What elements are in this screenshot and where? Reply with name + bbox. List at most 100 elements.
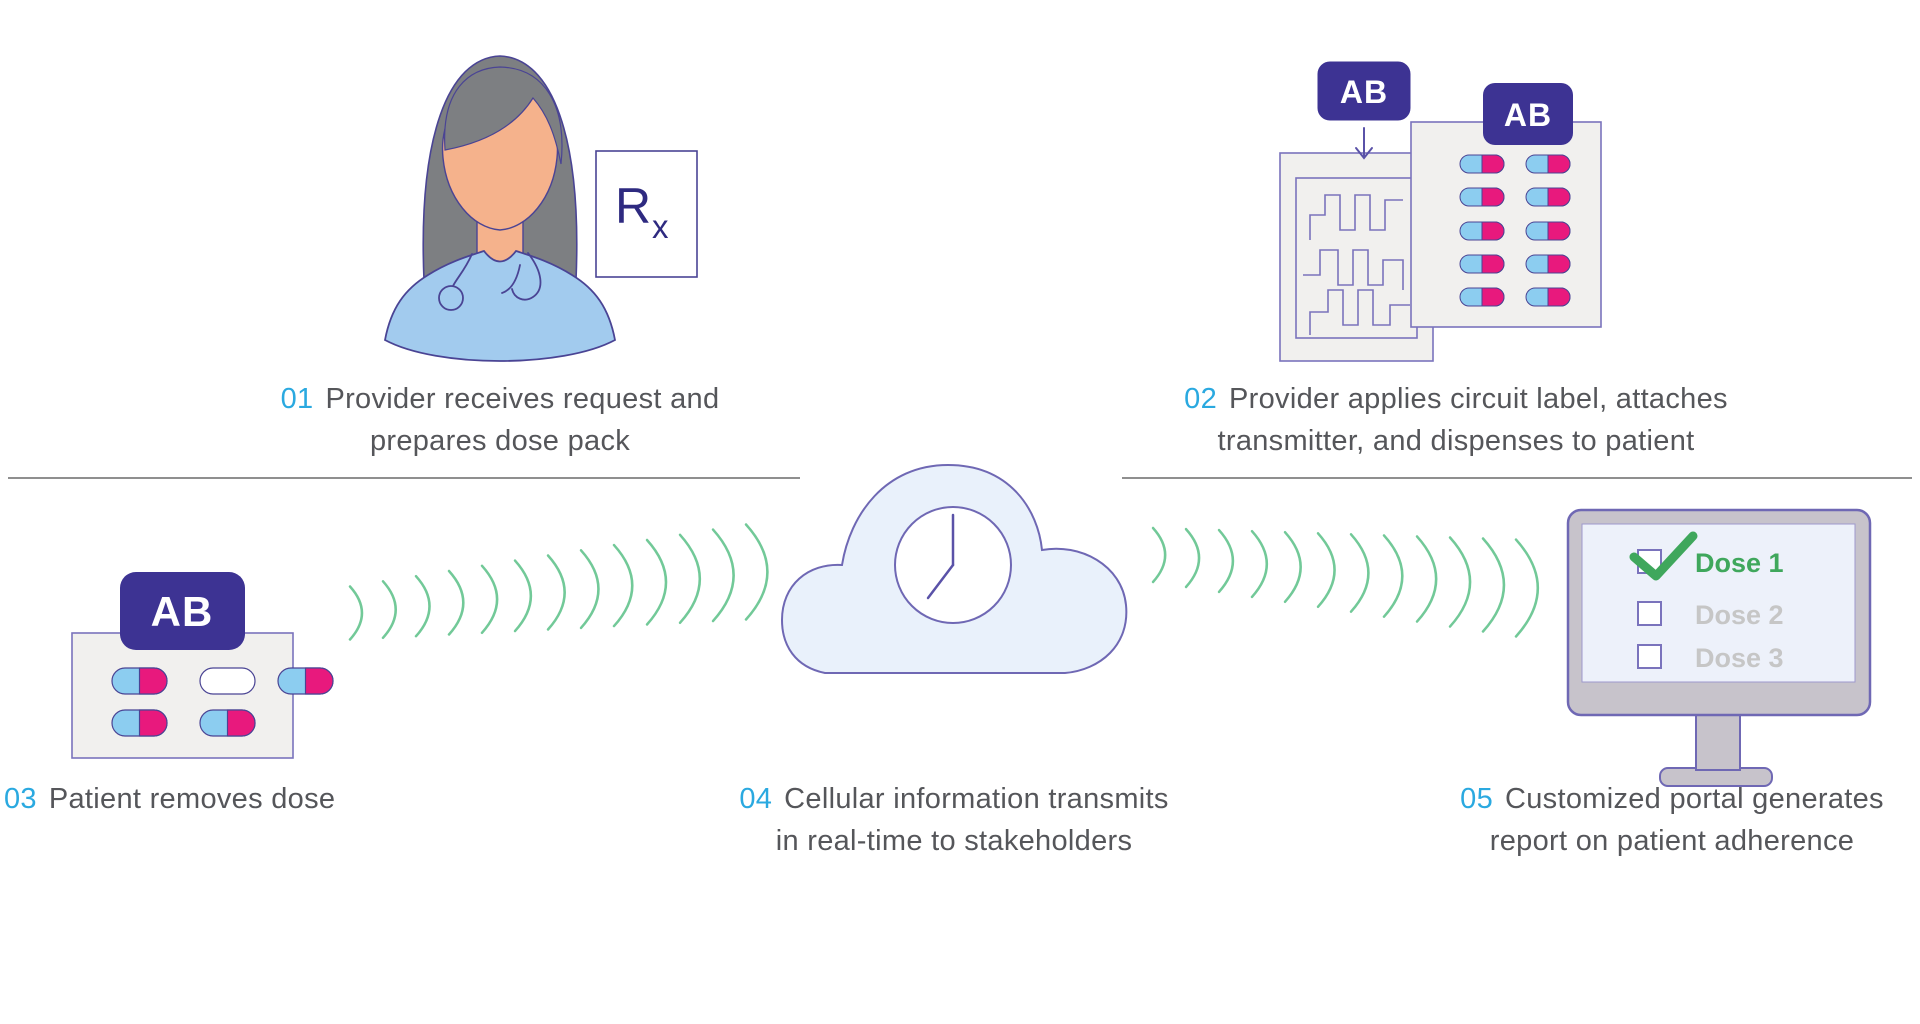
divider-line-left — [8, 477, 800, 479]
patient-dose-pack-illustration: AB — [71, 572, 334, 759]
monitor-screen — [1581, 523, 1856, 683]
step-2-line-2: transmitter, and dispenses to patient — [1217, 425, 1695, 457]
signal-arc — [711, 528, 735, 623]
circuit-label-and-pack-illustration: AB AB — [1279, 61, 1602, 362]
capsule — [1459, 254, 1505, 274]
checkbox-dose-3[interactable] — [1637, 644, 1662, 669]
signal-arc — [1217, 528, 1234, 594]
dose-2-label: Dose 2 — [1695, 600, 1784, 630]
signal-arc — [480, 564, 499, 635]
signal-arc — [1415, 535, 1438, 623]
capsule — [1525, 154, 1571, 174]
signal-arc — [678, 533, 701, 625]
capsule — [1459, 287, 1505, 307]
signal-arc — [612, 543, 634, 628]
hair-fringe — [444, 66, 563, 165]
step-4-number: 04 — [739, 783, 773, 815]
circuit-trace — [1303, 249, 1404, 290]
signal-arc — [645, 538, 668, 626]
signal-arc — [348, 585, 364, 641]
step-5-line-2: report on patient adherence — [1489, 825, 1855, 857]
step-1-line-2: prepares dose pack — [369, 425, 631, 457]
step-2-number: 02 — [1184, 383, 1218, 415]
blister-pack — [1410, 121, 1602, 328]
ab-label-badge — [1317, 61, 1411, 121]
signal-waves-right-icon — [1151, 526, 1539, 638]
checkmark-icon — [1629, 531, 1698, 581]
scrub-top — [383, 249, 617, 362]
capsule — [1459, 221, 1505, 241]
clock-hour-hand — [926, 563, 955, 600]
circuit-card — [1279, 152, 1434, 362]
signal-arc — [1316, 532, 1336, 609]
empty-dose-slot — [199, 667, 256, 695]
signal-arc — [1481, 537, 1506, 633]
signal-arc — [1250, 529, 1268, 599]
rx-icon-x: x — [652, 208, 669, 245]
signal-arc — [1514, 538, 1539, 638]
signal-waves-left-icon — [348, 523, 769, 641]
rx-card — [595, 150, 698, 278]
blister-pack — [71, 632, 294, 759]
signal-arc — [1151, 526, 1167, 584]
ab-label-text: AB — [1340, 74, 1388, 110]
capsule — [1525, 221, 1571, 241]
cloud-icon — [780, 463, 1128, 674]
capsule — [1525, 187, 1571, 207]
dose-1-label: Dose 1 — [1695, 548, 1784, 578]
signal-arc — [1382, 534, 1404, 618]
signal-arc — [381, 580, 397, 640]
capsule-grid — [111, 667, 334, 737]
capsule — [111, 709, 168, 737]
signal-arc — [579, 549, 600, 630]
step-4-line-2: in real-time to stakeholders — [775, 825, 1133, 857]
provider-illustration: R x — [383, 55, 698, 362]
circuit-trace — [1309, 289, 1410, 335]
signal-arc — [1184, 527, 1201, 589]
rx-icon-r: R — [615, 178, 651, 234]
capsule — [1525, 254, 1571, 274]
ab-label-badge — [120, 572, 245, 650]
capsule — [111, 667, 168, 695]
signal-arc — [1349, 533, 1370, 613]
signal-arc — [1448, 536, 1472, 628]
signal-arc — [744, 523, 769, 621]
step-5-number: 05 — [1460, 783, 1493, 815]
capsule — [1459, 154, 1505, 174]
signal-arc — [1283, 530, 1302, 604]
stethoscope-tube-left — [452, 253, 473, 287]
ab-label-badge — [1483, 83, 1573, 145]
capsule — [1459, 187, 1505, 207]
portal-monitor-illustration: Dose 1 Dose 2 Dose 3 — [1566, 508, 1872, 787]
stethoscope-earpiece-icon — [501, 252, 542, 301]
capsule — [1525, 287, 1571, 307]
removed-capsule — [277, 667, 334, 695]
capsule — [199, 709, 256, 737]
stethoscope-chestpiece-icon — [438, 285, 464, 311]
monitor-stand — [1695, 711, 1741, 771]
checkbox-dose-2[interactable] — [1637, 601, 1662, 626]
signal-arc — [447, 569, 465, 636]
step-1-number: 01 — [280, 383, 314, 415]
ab-label-text: AB — [1504, 97, 1552, 133]
step-3-number: 03 — [4, 783, 37, 815]
dose-3-label: Dose 3 — [1695, 643, 1784, 673]
capsule-grid — [1459, 154, 1571, 307]
ab-label-text: AB — [151, 588, 214, 635]
signal-arc — [513, 559, 533, 633]
signal-arc — [546, 554, 566, 631]
signal-arc — [414, 574, 431, 638]
circuit-trace — [1309, 194, 1403, 240]
arrow-down-icon — [1355, 127, 1373, 160]
